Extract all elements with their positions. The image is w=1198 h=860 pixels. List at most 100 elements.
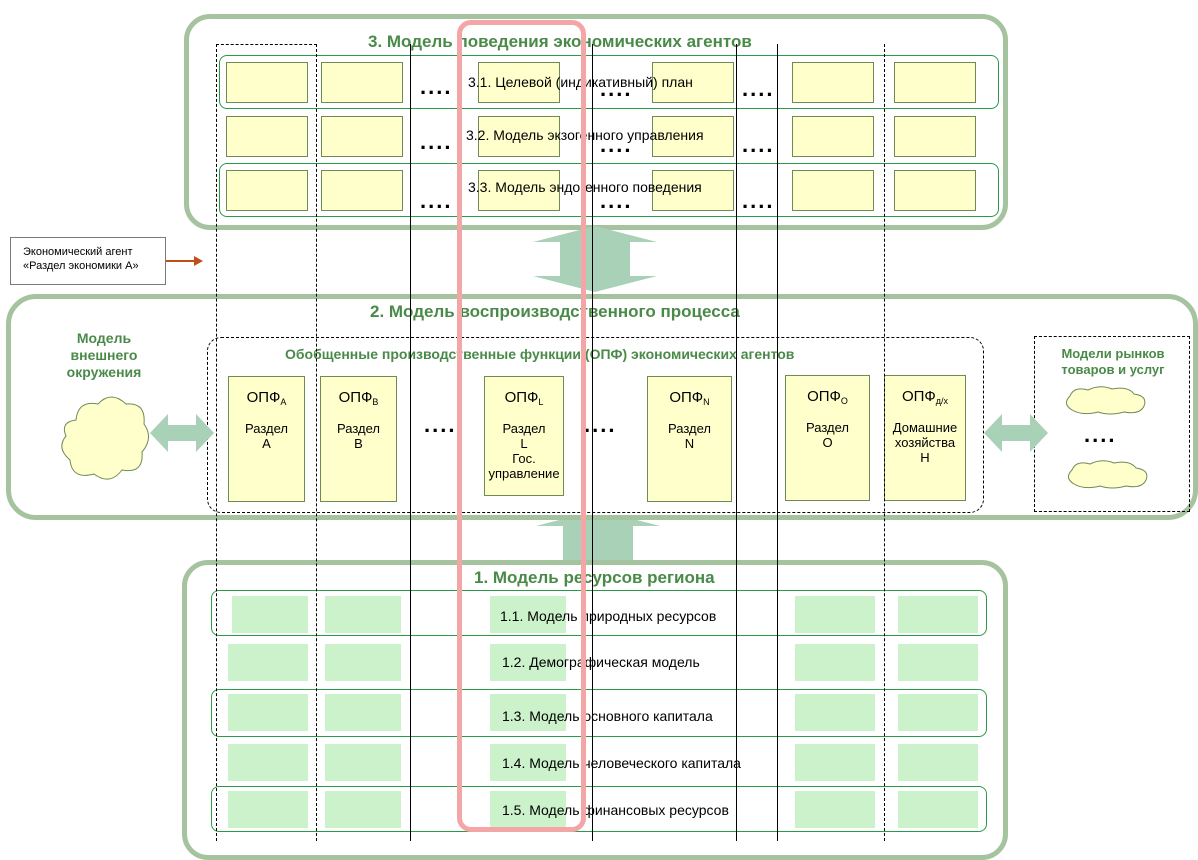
resource-box (228, 791, 308, 828)
opf-name: ОПФ (669, 389, 704, 406)
section1-row-frame-5 (211, 786, 987, 832)
section3-title: 3. Модель поведения экономических агенто… (368, 32, 752, 51)
callout-arrow (166, 256, 203, 266)
agent-box (478, 170, 560, 211)
agent-callout: Экономический агент «Раздел экономики А» (10, 237, 166, 285)
resource-box (325, 791, 401, 828)
resource-box (898, 644, 978, 681)
opf-line: O (822, 435, 833, 450)
agent-box (321, 62, 403, 103)
markets-label: Модели рынков товаров и услуг (1061, 346, 1165, 377)
opf-line: B (354, 436, 363, 451)
opf-name: ОПФ (338, 389, 373, 406)
resource-box (325, 694, 401, 731)
opf-sub: A (280, 397, 287, 407)
opf-line: Раздел (668, 421, 711, 436)
opf-line: Гос. (512, 451, 536, 466)
column-separator (592, 44, 593, 841)
resource-box (232, 596, 308, 633)
cloud-market (1066, 386, 1146, 415)
model-1-1-label: 1.1. Модель природных ресурсов (500, 608, 717, 624)
opf-sub: L (538, 397, 544, 407)
resource-box (795, 791, 875, 828)
ellipsis: .... (742, 188, 775, 213)
agent-box (894, 62, 976, 103)
agent-box (478, 116, 560, 157)
model-1-2-label: 1.2. Демографическая модель (502, 654, 700, 670)
agent-box (894, 170, 976, 211)
ellipsis: .... (600, 76, 633, 101)
section3-row-frame-1 (219, 55, 999, 109)
agent-box (321, 116, 403, 157)
ellipsis: .... (584, 412, 617, 437)
resource-box (490, 644, 566, 681)
resource-box (325, 596, 401, 633)
agent-callout-line1: Экономический агент (23, 246, 133, 258)
opf-sub: O (840, 396, 848, 406)
ellipsis: .... (742, 76, 775, 101)
resource-box (490, 694, 566, 731)
agent-box (226, 62, 308, 103)
agent-box (652, 170, 734, 211)
resource-box (795, 694, 875, 731)
opf-line: L (520, 436, 528, 451)
opf-sub: N (703, 397, 710, 407)
column-separator (884, 44, 885, 841)
resource-box (490, 744, 566, 781)
section1-row-frame-3 (211, 689, 987, 737)
model-1-4-label: 1.4. Модель человеческого капитала (502, 755, 741, 771)
resource-box (228, 644, 308, 681)
resource-box (898, 744, 978, 781)
section3-row-frame-3 (219, 163, 999, 217)
agent-box (894, 116, 976, 157)
ellipsis: .... (424, 412, 457, 437)
opf-sub: д/х (935, 396, 949, 406)
opf-name: ОПФ (246, 389, 281, 406)
opf-line: Раздел (337, 421, 380, 436)
ellipsis: .... (600, 188, 633, 213)
agent-box (792, 62, 874, 103)
resource-box (490, 791, 566, 828)
highlight-column-l (457, 20, 586, 832)
opf-name: ОПФ (807, 388, 841, 405)
column-separator (410, 44, 411, 841)
external-model-label: Модель внешнего окружения (66, 330, 142, 380)
model-3-1-label: 3.1. Целевой (индикативный) план (468, 74, 693, 90)
ellipsis: .... (742, 132, 775, 157)
resource-box (325, 644, 401, 681)
agent-box (792, 170, 874, 211)
cloud-external (61, 396, 149, 480)
opf-line: A (262, 436, 271, 451)
resource-box (325, 744, 401, 781)
section2-title: 2. Модель воспроизводственного процесса (370, 302, 740, 321)
agent-callout-line2: «Раздел экономики А» (23, 260, 139, 272)
column-separator (777, 44, 778, 841)
resource-box (228, 694, 308, 731)
model-1-5-label: 1.5. Модель финансовых ресурсов (502, 802, 729, 818)
resource-box (898, 694, 978, 731)
opf-line: Раздел (502, 421, 546, 436)
opf-line: хозяйства (894, 435, 956, 450)
resource-box (490, 596, 566, 633)
opf-group-title: Обобщенные производственные функции (ОПФ… (285, 346, 795, 362)
resource-box (898, 596, 978, 633)
ellipsis: .... (420, 74, 453, 99)
ellipsis: .... (420, 188, 453, 213)
agent-box (792, 116, 874, 157)
arrow-3-2 (533, 226, 657, 292)
opf-line: Домашние (892, 420, 958, 435)
opf-line: Раздел (245, 421, 288, 436)
ellipsis: .... (1084, 422, 1117, 447)
resource-box (795, 596, 875, 633)
resource-box (228, 744, 308, 781)
opf-line: N (684, 436, 695, 451)
agent-box (321, 170, 403, 211)
agent-box (652, 116, 734, 157)
agent-box (478, 62, 560, 103)
ellipsis: .... (420, 129, 453, 154)
section2-panel (6, 294, 1198, 520)
